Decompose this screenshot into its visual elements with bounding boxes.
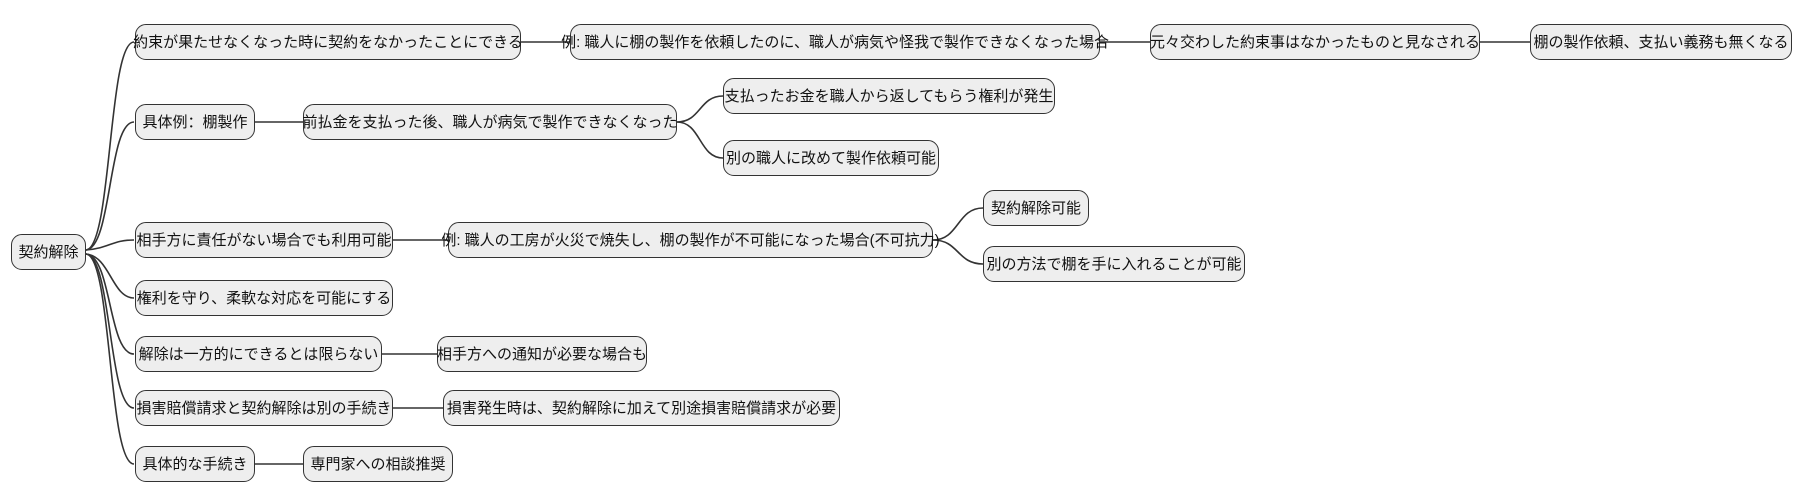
mindmap-node-branch2-example[interactable]: 例: 職人の工房が火災で焼失し、棚の製作が不可能になった場合(不可抗力) [441,222,940,258]
mindmap-node-branch1-reorder[interactable]: 別の職人に改めて製作依頼可能 [723,140,939,176]
edge-root-branch1 [85,121,135,251]
mindmap-node-branch2-cancel-ok[interactable]: 契約解除可能 [983,190,1089,226]
mindmap-node-branch4[interactable]: 解除は一方的にできるとは限らない [135,336,382,372]
mindmap-node-branch4-notice[interactable]: 相手方への通知が必要な場合も [437,336,647,372]
mindmap-node-branch1-right-refund[interactable]: 支払ったお金を職人から返してもらう権利が発生 [723,78,1055,114]
mindmap-node-branch0[interactable]: 約束が果たせなくなった時に契約をなかったことにできる [133,24,523,60]
mindmap-node-branch5[interactable]: 損害賠償請求と契約解除は別の手続き [135,390,393,426]
edge-branch2-fork-bottom [932,239,984,265]
mindmap-node-branch0-example[interactable]: 例: 職人に棚の製作を依頼したのに、職人が病気や怪我で製作できなくなった場合 [561,24,1109,60]
mindmap-node-branch6-consult[interactable]: 専門家への相談推奨 [303,446,453,482]
edge-branch1-fork-bottom [676,121,724,159]
mindmap-node-branch0-result[interactable]: 元々交わした約束事はなかったものと見なされる [1150,24,1480,60]
mindmap-node-branch5-damages[interactable]: 損害発生時は、契約解除に加えて別途損害賠償請求が必要 [443,390,840,426]
mindmap-node-branch2-alternative[interactable]: 別の方法で棚を手に入れることが可能 [983,246,1245,282]
edge-branch2-fork-top [932,207,984,241]
mindmap-node-branch1-case[interactable]: 前払金を支払った後、職人が病気で製作できなくなった [303,104,678,140]
mindmap-node-branch0-outcome[interactable]: 棚の製作依頼、支払い義務も無くなる [1530,24,1792,60]
mindmap-node-branch1[interactable]: 具体例：棚製作 [135,104,255,140]
edge-root-branch3 [85,253,135,299]
mindmap-node-branch3[interactable]: 権利を守り、柔軟な対応を可能にする [135,280,393,316]
mindmap-root-node[interactable]: 契約解除 [11,234,86,270]
mindmap-node-branch6[interactable]: 具体的な手続き [135,446,255,482]
mindmap-node-branch2[interactable]: 相手方に責任がない場合でも利用可能 [135,222,393,258]
edge-root-branch2 [85,239,135,251]
edge-root-branch0 [85,41,135,251]
edge-root-branch6 [85,253,135,465]
edge-branch1-fork-top [676,95,724,123]
edge-root-branch4 [85,253,135,355]
edge-root-branch5 [85,253,135,409]
